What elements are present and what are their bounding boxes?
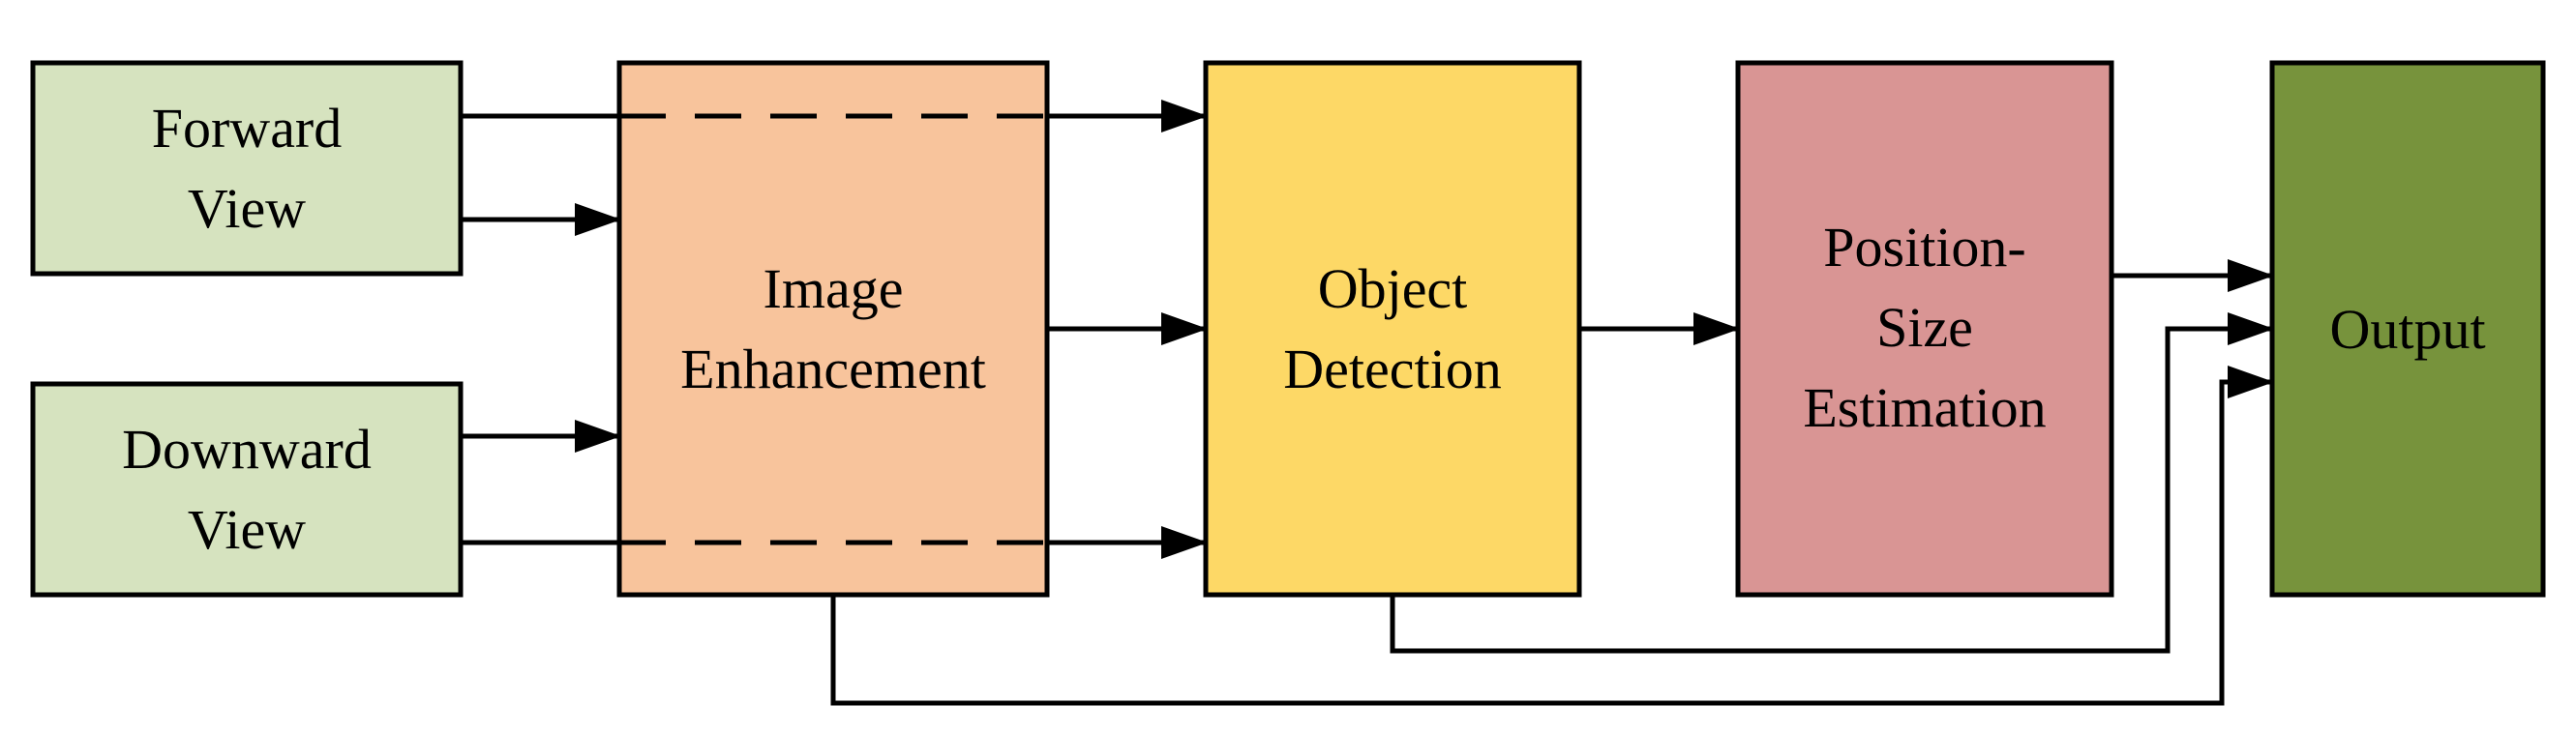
block-position-size-estimation: Position- Size Estimation: [1735, 60, 2114, 598]
arrow-enhancement-to-output: [830, 366, 2274, 706]
object-detection-box: [1203, 60, 1582, 598]
downward-view-box: [30, 381, 464, 598]
forward-view-label-line-1: Forward: [152, 97, 343, 160]
output-label: Output: [2329, 298, 2485, 361]
position-size-estimation-box: [1735, 60, 2114, 598]
block-object-detection: Object Detection: [1203, 60, 1582, 598]
image-enhancement-box: [616, 60, 1050, 598]
position-size-estimation-label-line-3: Estimation: [1803, 376, 2046, 439]
object-detection-label-line-2: Detection: [1283, 338, 1501, 400]
object-detection-label-line-1: Object: [1318, 257, 1468, 320]
block-downward-view: Downward View: [30, 381, 464, 598]
arrow-detection-to-output: [1390, 312, 2274, 654]
image-enhancement-label-line-2: Enhancement: [680, 338, 986, 400]
block-forward-view: Forward View: [30, 60, 464, 277]
position-size-estimation-label-line-1: Position-: [1823, 216, 2026, 279]
image-enhancement-label-line-1: Image: [764, 257, 904, 320]
block-output: Output: [2269, 60, 2546, 598]
downward-view-label-line-2: View: [188, 498, 306, 561]
position-size-estimation-label-line-2: Size: [1876, 296, 1973, 359]
output-box: [2269, 60, 2546, 598]
downward-view-label-line-1: Downward: [122, 418, 372, 481]
forward-view-label-line-2: View: [188, 177, 306, 240]
connectors: [461, 100, 2274, 706]
block-image-enhancement: Image Enhancement: [616, 60, 1050, 598]
forward-view-box: [30, 60, 464, 277]
